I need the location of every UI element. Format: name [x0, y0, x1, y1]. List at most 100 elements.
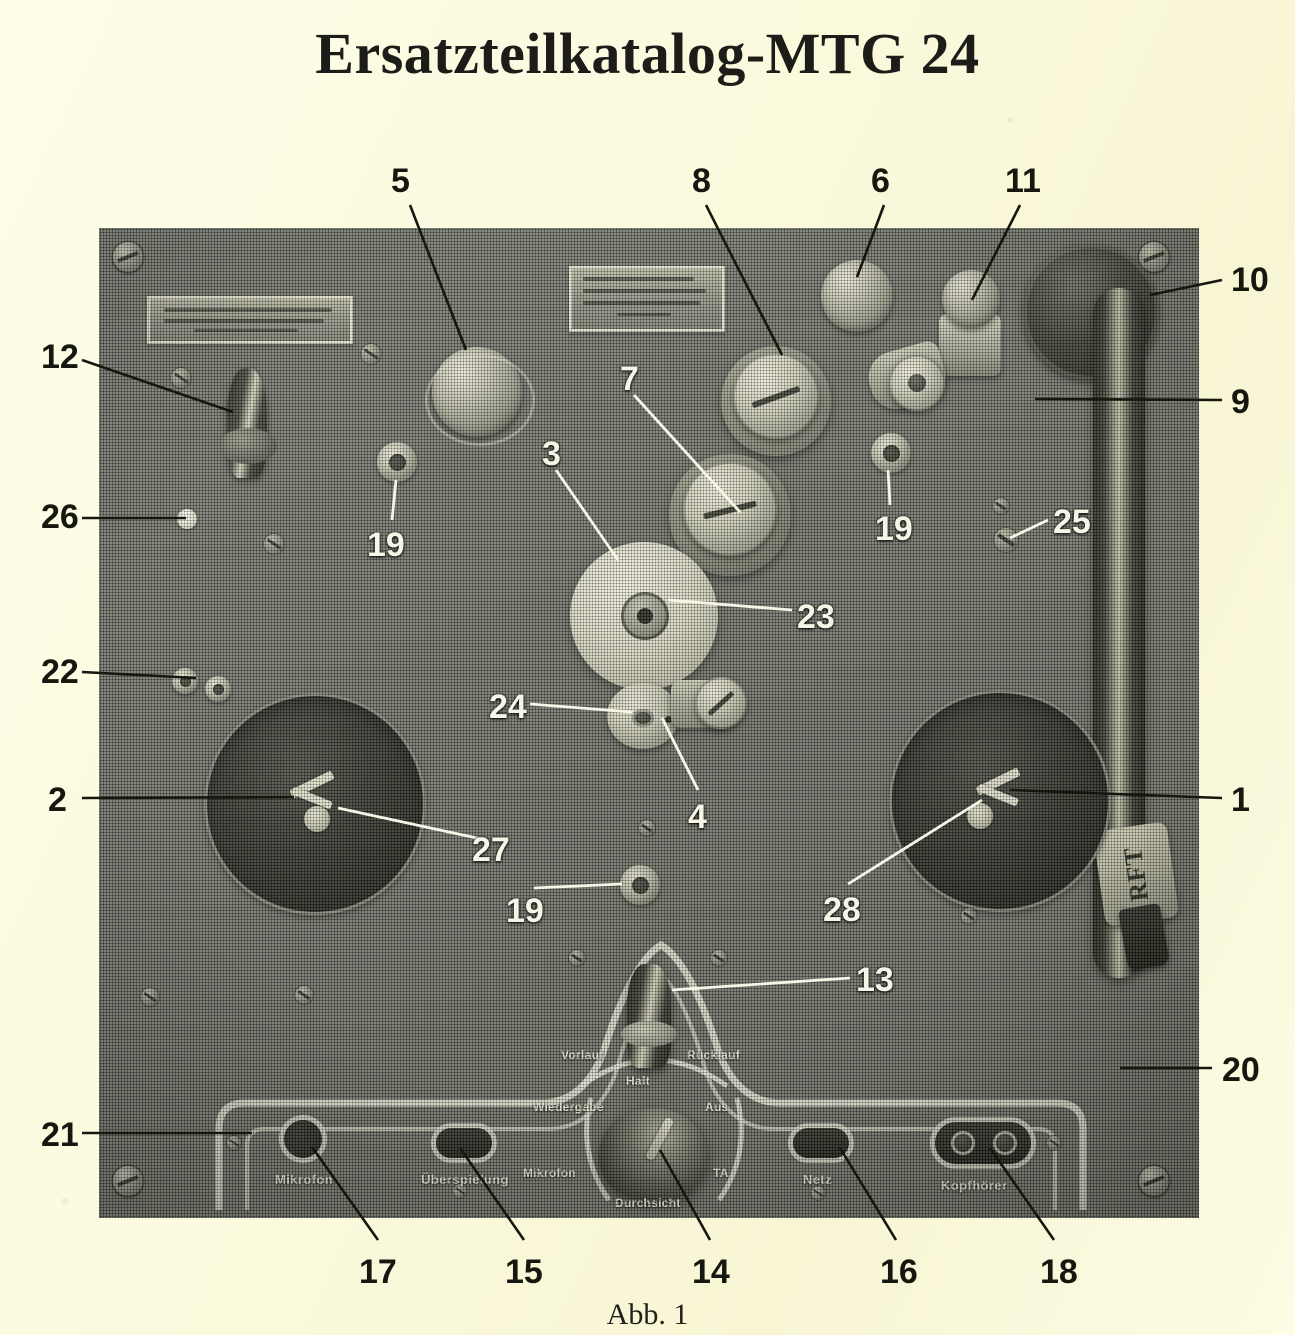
label-uberspielung: Überspielung	[421, 1172, 509, 1187]
label-halt: Halt	[626, 1074, 650, 1088]
reel-hub-right-28	[967, 803, 993, 829]
callout-12: 12	[41, 338, 79, 376]
callout-22: 22	[41, 653, 79, 691]
knob-9-center	[908, 374, 926, 392]
panel-screw-small-6	[961, 908, 977, 924]
nameplate-left-line-1	[164, 308, 332, 312]
panel-screw-small-12	[227, 1136, 241, 1150]
cap-8[interactable]	[733, 353, 819, 439]
callout-9: 9	[1231, 383, 1250, 421]
screw-cap-4-slot	[707, 690, 735, 717]
knob-9[interactable]	[889, 355, 945, 411]
hub-23-center	[637, 608, 653, 624]
panel-screw-top-left	[113, 242, 143, 272]
reel-well-right-1[interactable]	[889, 690, 1111, 912]
reel-well-left-2[interactable]	[204, 693, 426, 915]
nameplate-center	[569, 266, 725, 332]
callout-2: 2	[48, 781, 67, 819]
panel-screw-bottom-left	[113, 1166, 143, 1196]
reel-hub-left-27	[304, 806, 330, 832]
nameplate-left-line-2	[164, 319, 324, 323]
knob-11[interactable]	[942, 270, 1000, 328]
nameplate-center-line-4	[617, 313, 671, 316]
callout-7: 7	[620, 360, 639, 398]
cap-7[interactable]	[683, 462, 777, 556]
callout-4: 4	[688, 798, 707, 836]
callout-21: 21	[41, 1116, 79, 1154]
callout-25: 25	[1053, 503, 1091, 541]
eyelet-19-b	[871, 433, 911, 473]
callout-14: 14	[692, 1253, 730, 1291]
eyelet-19-a	[377, 442, 417, 482]
knob-6[interactable]	[821, 260, 893, 332]
rft-logo-text: RFT	[1117, 844, 1154, 904]
nameplate-left	[147, 296, 353, 344]
label-mikrofon-switch: Mikrofon	[523, 1166, 577, 1180]
figure-caption: Abb. 1	[606, 1298, 689, 1331]
label-vorlauf: Vorlauf	[561, 1048, 604, 1062]
callout-16: 16	[880, 1253, 918, 1291]
nameplate-center-line-3	[582, 301, 700, 305]
nameplate-center-line-2	[582, 289, 706, 293]
callout-18: 18	[1040, 1253, 1078, 1291]
dubbing-jack-15[interactable]	[436, 1128, 492, 1158]
callout-15: 15	[505, 1253, 543, 1291]
panel-screw-small-15	[711, 950, 727, 966]
callout-19: 19	[875, 510, 913, 548]
cap-8-slot	[751, 385, 801, 409]
mains-jack-16[interactable]	[793, 1128, 849, 1158]
callout-3: 3	[542, 435, 561, 473]
callout-19: 19	[367, 526, 405, 564]
screw-25	[994, 528, 1018, 552]
callout-10: 10	[1231, 261, 1269, 299]
microphone-jack-17[interactable]	[284, 1120, 322, 1158]
callout-19: 19	[506, 892, 544, 930]
label-wiedergabe: Wiedergabe	[533, 1100, 604, 1114]
screw-cap-4[interactable]	[695, 677, 747, 729]
panel-screw-small-1	[171, 368, 191, 388]
label-kopfhoerer: Kopfhörer	[941, 1178, 1008, 1193]
callout-17: 17	[359, 1253, 397, 1291]
label-ruecklauf: Rücklauf	[687, 1048, 741, 1062]
panel-screw-small-9	[993, 498, 1009, 514]
label-aus: Aus	[705, 1100, 729, 1114]
nameplate-center-line-1	[582, 277, 694, 281]
device-photograph: RFT Vorlauf Rücklauf Halt Wiedergabe Aus…	[99, 228, 1199, 1218]
callout-8: 8	[692, 162, 711, 200]
callout-26: 26	[41, 498, 79, 536]
panel-screw-bottom-right	[1139, 1166, 1169, 1196]
panel-screw-small-13	[1047, 1136, 1061, 1150]
panel-screw-small-5	[639, 820, 655, 836]
knob-5-ring	[425, 354, 535, 446]
callout-11: 11	[1005, 162, 1041, 200]
terminal-22b	[205, 676, 231, 702]
knob-24-center	[632, 709, 654, 727]
callout-27: 27	[472, 831, 510, 869]
cap-7-slot	[703, 500, 757, 520]
panel-screw-top-right	[1139, 242, 1169, 272]
callout-5: 5	[391, 162, 410, 200]
callout-6: 6	[871, 162, 890, 200]
eyelet-19-c	[620, 865, 660, 905]
transport-toggle-13-collar	[621, 1021, 677, 1047]
callout-13: 13	[856, 961, 894, 999]
callout-1: 1	[1231, 781, 1250, 819]
label-ta: TA	[713, 1166, 729, 1180]
lever-base-12	[219, 428, 277, 464]
callout-24: 24	[489, 688, 527, 726]
indicator-lamp-26	[177, 509, 197, 529]
panel-screw-small-2	[361, 344, 381, 364]
page-title: Ersatzteilkatalog-MTG 24	[315, 21, 980, 86]
nameplate-left-line-3	[194, 329, 298, 332]
label-netz: Netz	[803, 1172, 833, 1187]
headphone-jack-18-hole-b	[993, 1131, 1017, 1155]
panel-screw-small-7	[141, 988, 159, 1006]
label-mikrofon: Mikrofon	[275, 1172, 334, 1187]
terminal-22a	[172, 668, 198, 694]
callout-28: 28	[823, 891, 861, 929]
panel-screw-small-11	[811, 1186, 825, 1200]
label-durchsicht: Durchsicht	[615, 1196, 681, 1210]
callout-23: 23	[797, 598, 835, 636]
headphone-jack-18-hole-a	[951, 1131, 975, 1155]
transport-toggle-13[interactable]	[627, 964, 671, 1068]
